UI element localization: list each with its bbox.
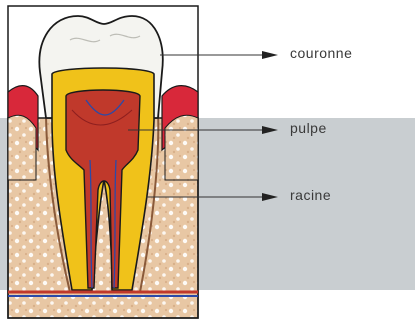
root-label: racine	[290, 187, 331, 203]
crown-arrow-icon	[262, 51, 278, 59]
pulp-label: pulpe	[290, 120, 327, 136]
crown-label: couronne	[290, 45, 352, 61]
